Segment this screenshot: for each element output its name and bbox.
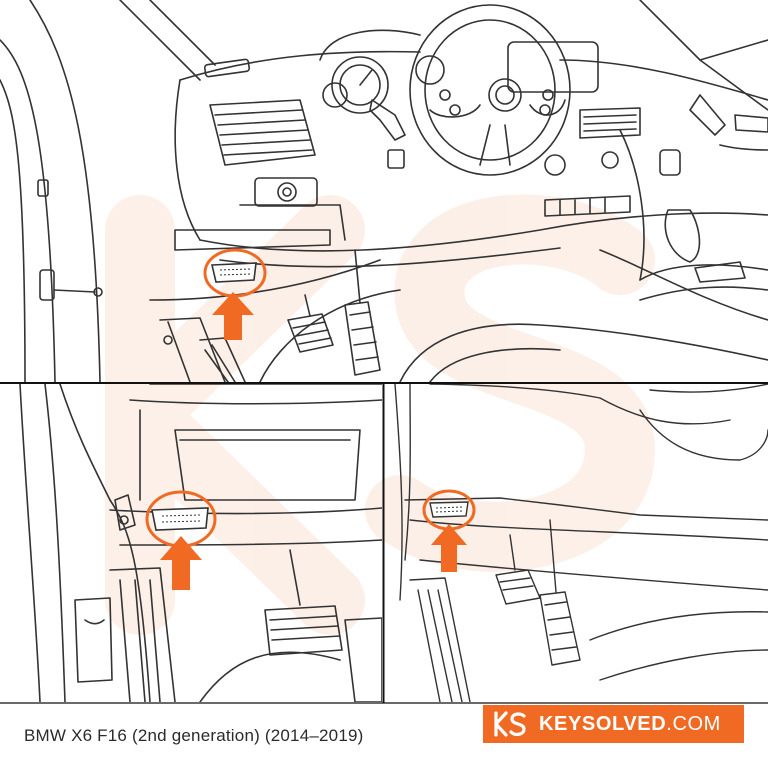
vehicle-caption: BMW X6 F16 (2nd generation) (2014–2019) <box>24 726 364 745</box>
arrow-icon-bottom-left <box>160 536 202 590</box>
brand-name-light: .COM <box>666 712 721 735</box>
arrow-icon-bottom-right <box>431 524 467 572</box>
panel-bottom-right <box>394 384 768 702</box>
obd-port-bottom-right <box>422 489 476 531</box>
ks-logo-icon <box>494 711 526 737</box>
arrow-icon-main <box>212 292 254 340</box>
keysolved-badge: KEYSOLVED.COM <box>483 705 744 743</box>
panel-main <box>0 0 768 382</box>
panel-bottom-left <box>19 384 382 702</box>
brand-name-bold: KEYSOLVED <box>539 712 667 735</box>
brand-name: KEYSOLVED.COM <box>539 713 721 736</box>
